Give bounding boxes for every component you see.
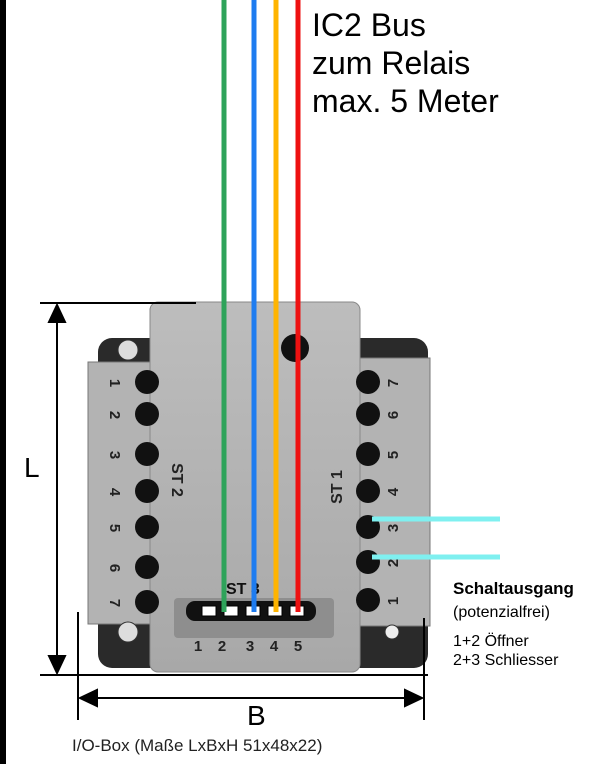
st1-terminal — [356, 442, 380, 466]
bus-wires — [221, 0, 301, 612]
st1-terminal — [356, 588, 380, 612]
st1-terminal — [356, 402, 380, 426]
st1-pin-number: 3 — [385, 524, 402, 532]
st2-pin-numbers: 1 2 3 4 5 6 7 — [106, 379, 123, 607]
st1-pin-number: 2 — [385, 559, 402, 567]
st2-terminal — [135, 370, 159, 394]
st3-pin-number: 1 — [194, 638, 202, 655]
st1-pin-number: 4 — [385, 487, 402, 496]
st1-pin-number: 6 — [385, 411, 402, 419]
st3-label: ST 3 — [226, 581, 260, 598]
bus-title-line: zum Relais — [312, 45, 471, 81]
dimension-b-label: B — [247, 700, 266, 731]
st1-label: ST 1 — [329, 470, 346, 504]
output-line-1: 1+2 Öffner — [453, 633, 529, 650]
st1-pin-number: 5 — [385, 451, 402, 459]
st2-terminal — [135, 402, 159, 426]
st3-pin — [201, 605, 217, 617]
box-caption: I/O-Box (Maße LxBxH 51x48x22) — [72, 736, 323, 755]
st2-pin-number: 3 — [106, 451, 123, 459]
st3-pin-number: 5 — [294, 638, 302, 655]
dimension-b-arrow-right — [404, 688, 425, 708]
st1-terminal — [356, 550, 380, 574]
st2-pin-number: 4 — [106, 488, 123, 497]
st3-pin-number: 2 — [218, 638, 226, 655]
dimension-l-arrow-top — [47, 302, 67, 323]
dimension-l-label: L — [24, 452, 40, 483]
dimension-b-arrow-left — [77, 688, 98, 708]
st2-label: ST 2 — [168, 463, 185, 497]
output-title: Schaltausgang — [453, 579, 574, 598]
corner-screw-bottom-left — [117, 621, 139, 643]
dimension-l-arrow-bottom — [47, 655, 67, 676]
output-line-2: 2+3 Schliesser — [453, 652, 559, 669]
corner-screw-bottom-right — [384, 624, 400, 640]
st3-pin-number: 3 — [246, 638, 254, 655]
dimension-l — [40, 302, 428, 676]
st1-terminal — [356, 370, 380, 394]
bus-title-line: IC2 Bus — [312, 7, 426, 43]
st2-pin-number: 5 — [106, 524, 123, 532]
st1-pin-number: 7 — [385, 379, 402, 387]
mounting-hole — [281, 334, 309, 362]
st2-terminal — [135, 590, 159, 614]
st2-pin-number: 1 — [106, 379, 123, 387]
st3-pin-number: 4 — [270, 638, 279, 655]
st1-pin-numbers: 7 6 5 4 3 2 1 — [385, 379, 402, 605]
st2-terminal — [135, 479, 159, 503]
corner-screw-top-left — [117, 339, 139, 361]
st2-terminals — [135, 370, 159, 614]
st2-pin-number: 7 — [106, 599, 123, 607]
st2-pin-number: 2 — [106, 411, 123, 419]
st3-pin-numbers: 1 2 3 4 5 — [194, 638, 302, 655]
st2-terminal — [135, 555, 159, 579]
dimension-b — [77, 612, 425, 720]
output-subtitle: (potenzialfrei) — [453, 604, 550, 621]
left-border — [0, 0, 6, 764]
bus-title: IC2 Bus zum Relais max. 5 Meter — [312, 6, 499, 120]
st2-terminal — [135, 442, 159, 466]
output-wires — [372, 516, 500, 560]
bus-title-line: max. 5 Meter — [312, 83, 499, 119]
st2-pin-number: 6 — [106, 564, 123, 572]
st1-terminal — [356, 479, 380, 503]
st1-pin-number: 1 — [385, 597, 402, 605]
st2-terminal — [135, 515, 159, 539]
